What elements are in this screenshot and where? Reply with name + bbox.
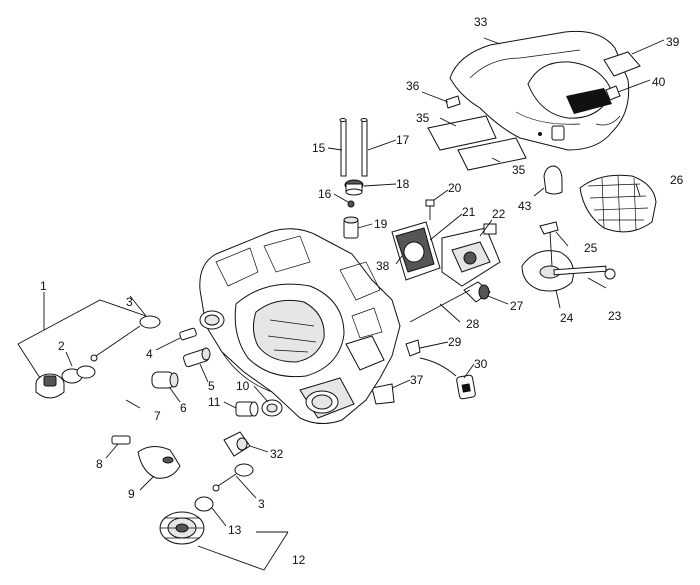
spring-18-part <box>344 179 364 196</box>
callout-24: 24 <box>560 311 574 325</box>
callout-30: 30 <box>474 357 488 371</box>
plug-32-part <box>223 431 251 457</box>
callout-35-lower: 35 <box>512 163 526 177</box>
insulator-21-part <box>391 221 441 281</box>
fitting-4-part <box>179 327 197 341</box>
leader-lines <box>17 37 665 571</box>
callout-7: 7 <box>154 409 161 423</box>
oil-port-part <box>199 310 225 330</box>
rod-28-part <box>409 289 471 323</box>
callout-38: 38 <box>376 259 390 273</box>
callout-10: 10 <box>236 379 250 393</box>
callout-8: 8 <box>96 457 103 471</box>
callout-36: 36 <box>406 79 420 93</box>
callout-20: 20 <box>448 181 462 195</box>
oil-cap-1-part <box>35 373 65 399</box>
sleeve-19-part <box>343 216 359 239</box>
callout-37: 37 <box>410 373 424 387</box>
callout-11: 11 <box>208 395 221 409</box>
callout-39: 39 <box>666 35 680 49</box>
callout-29: 29 <box>448 335 462 349</box>
top-shroud-part <box>449 30 630 151</box>
callout-3-upper: 3 <box>126 295 133 309</box>
callout-5: 5 <box>208 379 215 393</box>
carburetor-22-part <box>441 223 501 287</box>
intake-24-part <box>521 250 574 292</box>
callout-4: 4 <box>146 347 153 361</box>
decal-40-part <box>605 85 621 101</box>
callout-19: 19 <box>374 217 388 231</box>
callout-15: 15 <box>312 141 326 155</box>
decal-35-upper-part <box>427 115 497 151</box>
screen-26-part <box>579 174 657 233</box>
seal-ring-13-part <box>194 496 214 512</box>
callout-1: 1 <box>40 279 47 293</box>
screw-20-part <box>425 199 435 220</box>
pin-36-part <box>445 95 461 109</box>
strainer-3-upper-part <box>90 315 161 362</box>
callout-9: 9 <box>128 487 135 501</box>
callout-13: 13 <box>228 523 242 537</box>
fuel-cap-12-part <box>159 511 205 545</box>
callout-6: 6 <box>180 401 187 415</box>
callout-27: 27 <box>510 299 524 313</box>
callout-12: 12 <box>292 553 306 567</box>
callout-17: 17 <box>396 133 410 147</box>
callout-25: 25 <box>584 241 598 255</box>
callout-35-upper: 35 <box>416 111 430 125</box>
callout-labels: 1 2 3 3 4 5 6 7 8 9 10 11 12 13 15 16 17… <box>40 15 684 567</box>
seal-ring-2-part <box>61 365 96 384</box>
grommet-5-part <box>183 347 211 368</box>
callout-2: 2 <box>58 339 65 353</box>
strainer-3-lower-part <box>212 463 254 492</box>
callout-3-lower: 3 <box>258 497 265 511</box>
decal-39-part <box>603 51 641 77</box>
nozzle-27-part <box>463 281 491 303</box>
rods-15-17-part <box>339 118 368 177</box>
decal-35-lower-part <box>457 137 527 171</box>
plug-11-part <box>235 401 259 417</box>
callout-33: 33 <box>474 15 488 29</box>
callout-32: 32 <box>270 447 284 461</box>
bushing-10-part <box>261 399 283 417</box>
fitting-8-part <box>111 435 131 445</box>
callout-26: 26 <box>670 173 684 187</box>
switch-30-part <box>419 357 476 400</box>
screw-25-part <box>539 221 559 267</box>
callout-22: 22 <box>492 207 506 221</box>
filter-9-part <box>137 446 181 479</box>
grommet-6-part <box>151 371 179 389</box>
clip-29-part <box>405 339 421 357</box>
callout-21: 21 <box>462 205 476 219</box>
cap-43-part <box>543 165 563 195</box>
callout-23: 23 <box>608 309 622 323</box>
callout-43: 43 <box>518 199 532 213</box>
callout-16: 16 <box>318 187 332 201</box>
fuel-neck-part <box>305 390 339 414</box>
bolt-23-part <box>553 265 616 280</box>
decal-37-part <box>371 383 395 405</box>
callout-18: 18 <box>396 177 410 191</box>
washer-16-part <box>347 200 355 208</box>
callout-40: 40 <box>652 75 666 89</box>
crankcase-part <box>199 228 401 424</box>
callout-28: 28 <box>466 317 480 331</box>
